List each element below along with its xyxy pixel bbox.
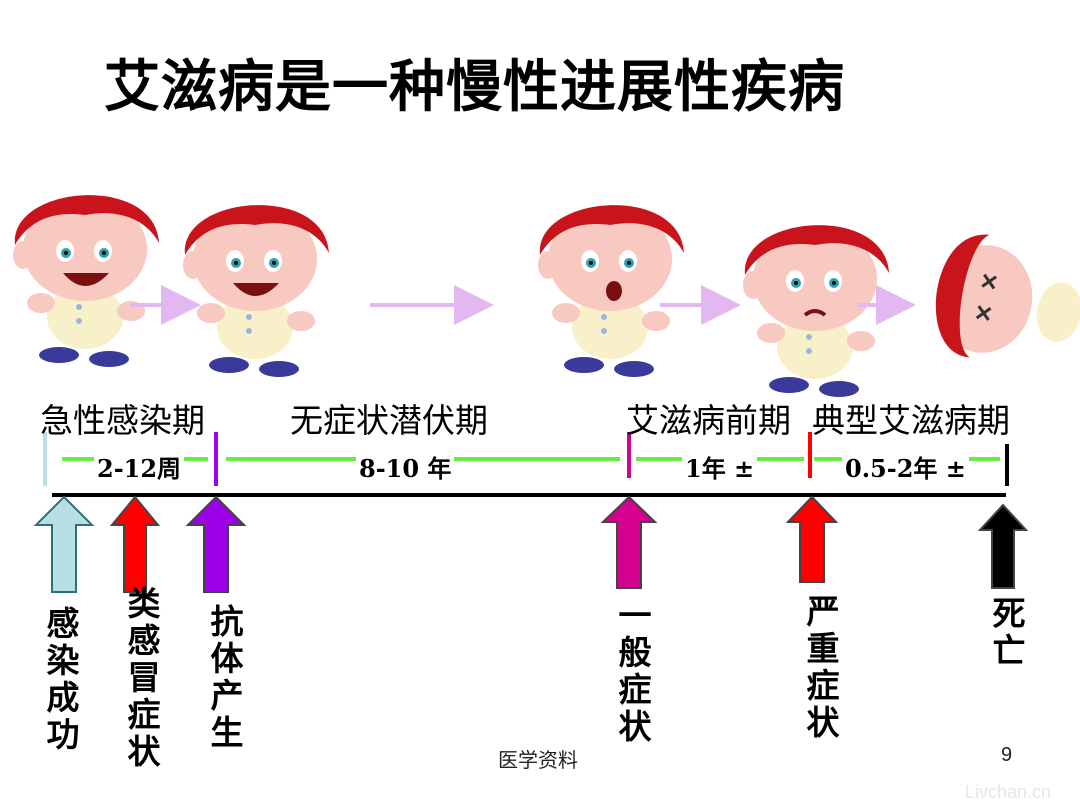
duration-label-4: 0.5-2年 ± — [842, 449, 969, 484]
event-label-flu: 类感冒症状 — [122, 586, 161, 771]
event-arrow-antibody — [185, 495, 247, 593]
character-sick — [743, 225, 889, 397]
event-label-severe: 严重症状 — [801, 594, 840, 742]
character-happy-2 — [183, 205, 329, 377]
event-arrow-flu — [109, 495, 161, 593]
event-label-general: 一般症状 — [613, 598, 652, 746]
duration-label-1: 2-12周 — [94, 449, 185, 484]
event-arrow-death — [977, 503, 1029, 589]
slide-title: 艾滋病是一种慢性进展性疾病 — [104, 55, 845, 120]
stage-label-pre-aids: 艾滋病前期 — [626, 401, 791, 440]
character-tired — [538, 205, 684, 377]
event-label-death: 死亡 — [987, 596, 1026, 670]
event-label-infection: 感染成功 — [41, 606, 80, 754]
page-number: 9 — [1001, 744, 1013, 766]
stage-label-latent: 无症状潜伏期 — [290, 401, 488, 440]
event-label-antibody: 抗体产生 — [205, 604, 244, 752]
watermark: Livchan.cn — [965, 782, 1052, 802]
duration-label-2: 8-10 年 — [356, 449, 455, 484]
footer-text: 医学资料 — [498, 748, 578, 772]
event-arrow-general — [600, 495, 658, 589]
character-happy-1 — [13, 195, 159, 367]
event-arrow-severe — [785, 495, 839, 583]
stage-label-aids: 典型艾滋病期 — [812, 401, 1010, 440]
stage-label-acute: 急性感染期 — [40, 401, 205, 440]
duration-label-3: 1年 ± — [682, 449, 758, 484]
event-arrow-infection — [33, 495, 95, 593]
character-collapsed — [935, 234, 1080, 358]
